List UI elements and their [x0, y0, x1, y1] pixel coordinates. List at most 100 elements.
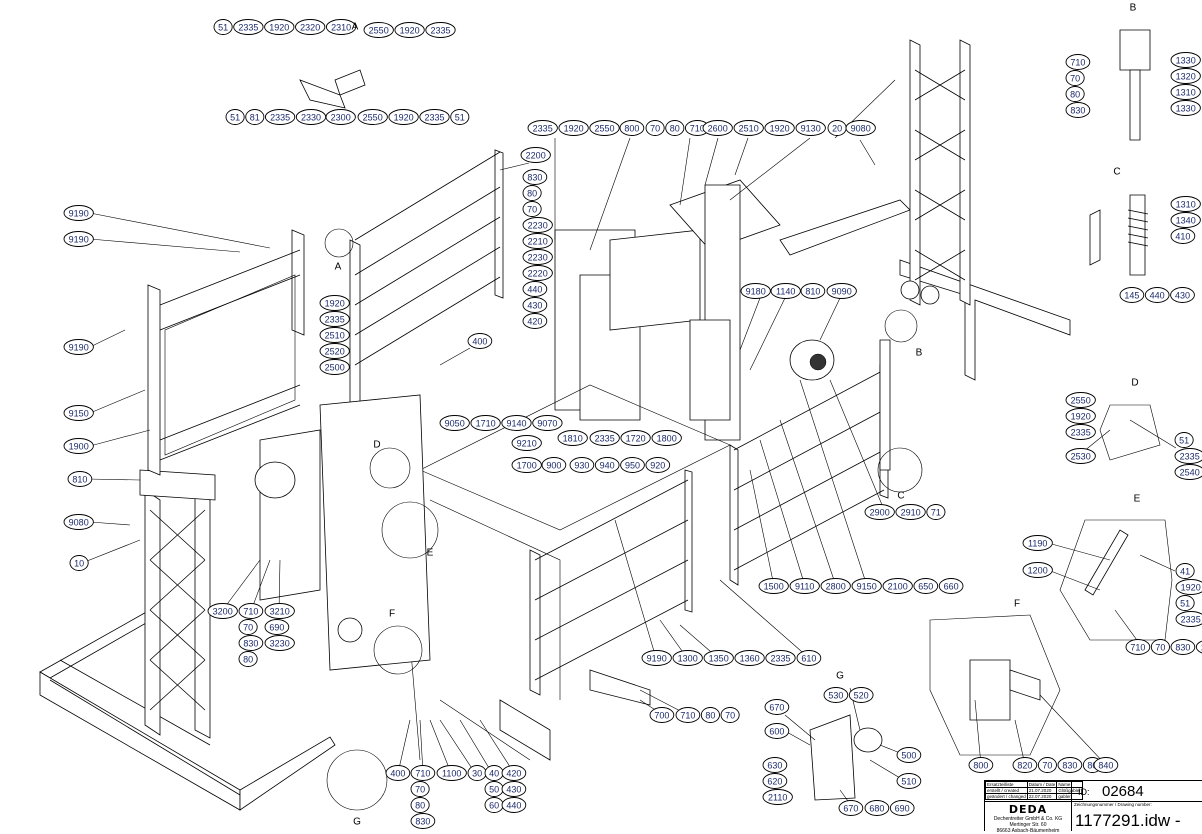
part-balloon: 80: [1065, 86, 1085, 102]
balloon-outline: [838, 800, 864, 816]
part-balloon: 680: [864, 800, 890, 816]
part-number: 145: [1124, 291, 1139, 301]
part-number: 830: [527, 173, 542, 183]
id-field: ID: 02684: [1071, 781, 1202, 802]
company-info: DEDA Dechentreiter GmbH & Co. KG Merting…: [985, 801, 1071, 834]
balloon-outline: [594, 457, 620, 473]
part-balloon: 530: [823, 687, 849, 703]
left-tower: [139, 469, 216, 739]
part-number: 70: [415, 785, 425, 795]
part-balloon: 440: [522, 281, 548, 297]
part-balloon: 920: [645, 457, 671, 473]
balloon-outline: [207, 603, 238, 619]
part-balloon: 80: [700, 707, 720, 723]
part-number: 650: [918, 582, 933, 592]
part-number: 2335: [238, 23, 258, 33]
id-label: ID:: [1078, 787, 1090, 797]
part-number: 2300: [331, 113, 351, 123]
part-balloon: 830: [1057, 757, 1083, 773]
detail-view-label: C: [1113, 167, 1120, 178]
part-number: 1320: [1176, 72, 1196, 82]
part-balloon: 9190: [63, 231, 94, 247]
part-number: 2540: [1180, 468, 1200, 478]
balloon-outline: [63, 205, 94, 221]
drawing-number-label: Zeichnungsnummer / Drawing number:: [1074, 802, 1152, 807]
part-balloon: 80: [238, 651, 258, 667]
part-number: 430: [1175, 291, 1190, 301]
balloon-outline: [522, 265, 553, 281]
balloon-outline: [470, 415, 501, 431]
part-balloon: 2510: [319, 327, 350, 343]
part-balloon: 1920: [1065, 408, 1096, 424]
detail-view-label: G: [836, 671, 844, 682]
part-balloon: 670: [764, 699, 790, 715]
balloon-outline: [225, 109, 245, 125]
part-balloon: 600: [764, 723, 790, 739]
balloon-outline: [1170, 287, 1195, 303]
balloon-outline: [649, 707, 675, 723]
part-balloon: 830: [1170, 639, 1196, 655]
part-balloon: 1920: [264, 19, 295, 35]
part-number: 670: [769, 703, 784, 713]
balloon-outline: [826, 283, 857, 299]
part-balloon: 70: [522, 201, 542, 217]
part-balloon: 1920: [764, 120, 795, 136]
balloon-outline: [557, 430, 588, 446]
part-balloon: 690: [264, 619, 290, 635]
balloon-outline: [1174, 432, 1194, 448]
balloon-outline: [1144, 287, 1170, 303]
balloon-outline: [896, 773, 922, 789]
part-number: 2510: [739, 124, 759, 134]
part-balloon: 420: [501, 765, 527, 781]
table-row: erstellt / created 21.07.2020 Glößgabler: [985, 787, 1083, 794]
balloon-outline: [69, 555, 89, 571]
part-number: 81: [250, 113, 260, 123]
part-balloon: 70: [1037, 757, 1057, 773]
part-balloon: 900: [541, 457, 567, 473]
balloon-outline: [845, 120, 876, 136]
part-balloon: 145: [1119, 287, 1145, 303]
balloon-outline: [1065, 54, 1091, 70]
balloon-outline: [419, 109, 450, 125]
part-number: 2335: [1201, 643, 1202, 653]
part-number: 2335: [270, 113, 290, 123]
balloon-outline: [1065, 70, 1085, 86]
detail-circles: [324, 228, 923, 811]
leader-lines: [81, 79, 1177, 809]
balloon-outline: [645, 120, 665, 136]
balloon-outline: [1175, 595, 1195, 611]
balloon-outline: [1170, 52, 1201, 68]
part-number: 2335: [1071, 428, 1091, 438]
part-number: 70: [243, 623, 253, 633]
part-number: 2335: [1180, 452, 1200, 462]
part-balloon: 1340: [1170, 212, 1201, 228]
balloon-outline: [439, 415, 470, 431]
part-number: 710: [690, 124, 705, 134]
part-number: 800: [973, 761, 988, 771]
part-number: 690: [269, 623, 284, 633]
part-number: 40: [489, 769, 499, 779]
part-number: 400: [472, 337, 487, 347]
part-number: 2500: [325, 363, 345, 373]
part-balloon: 2335: [1195, 640, 1202, 654]
balloon-outline: [800, 283, 826, 299]
balloon-outline: [1065, 102, 1091, 118]
part-balloon: 2230: [522, 217, 553, 233]
part-number: 2210: [528, 237, 548, 247]
part-number: 440: [506, 801, 521, 811]
company-city: 86663 Asbach-Bäumenheim: [996, 828, 1060, 834]
balloon-outline: [436, 765, 467, 781]
part-number: 2335: [325, 315, 345, 325]
part-number: 2550: [363, 113, 383, 123]
balloon-outline: [264, 19, 295, 35]
part-number: 530: [828, 691, 843, 701]
detail-view-label: F: [389, 609, 395, 620]
part-balloon: 1500: [758, 578, 789, 594]
balloon-outline: [641, 650, 672, 666]
detail-view-label: B: [1130, 3, 1137, 14]
left-mast: [147, 229, 305, 476]
part-number: 840: [1098, 761, 1113, 771]
balloon-outline: [385, 765, 411, 781]
part-balloon: 810: [67, 471, 93, 487]
